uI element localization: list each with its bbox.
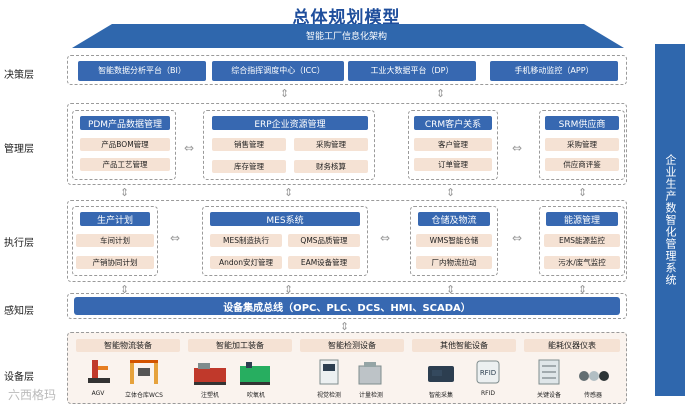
updown-arrow-icon: ⇕ bbox=[280, 87, 290, 100]
agv-image bbox=[88, 360, 110, 383]
side-system-label: 企业生产数智化管理系统 bbox=[655, 44, 685, 396]
crm-item[interactable]: 客户管理 bbox=[414, 138, 492, 151]
decision-icc-name: 综合指挥调度中心 bbox=[231, 66, 296, 75]
integration-bus[interactable]: 设备集成总线（OPC、PLC、DCS、HMI、SCADA） bbox=[74, 297, 620, 315]
decision-bi-code: （BI） bbox=[162, 66, 186, 75]
srm-item[interactable]: 采购管理 bbox=[545, 138, 619, 151]
updown-arrow-icon: ⇕ bbox=[436, 87, 446, 100]
updown-arrow-icon: ⇕ bbox=[446, 186, 456, 199]
pdm-item[interactable]: 产品工艺管理 bbox=[80, 158, 170, 171]
key-equipment-image bbox=[538, 359, 560, 385]
mes-item[interactable]: QMS品质管理 bbox=[288, 234, 360, 247]
wms-item[interactable]: 厂内物流拉动 bbox=[416, 256, 492, 269]
equipment-category[interactable]: 其他智能设备 bbox=[412, 339, 516, 352]
decision-bi-name: 智能数据分析平台 bbox=[98, 66, 163, 75]
device-label: 传感器 bbox=[583, 392, 602, 399]
pdm-title[interactable]: PDM产品数据管理 bbox=[80, 116, 170, 130]
device-label: AGV bbox=[91, 390, 105, 397]
rfid-image: RFID bbox=[476, 360, 500, 384]
device-label: 吹氧机 bbox=[246, 392, 265, 399]
mes-title[interactable]: MES系统 bbox=[210, 212, 360, 226]
equipment-category[interactable]: 智能检测设备 bbox=[300, 339, 404, 352]
mes-item[interactable]: Andon安灯管理 bbox=[210, 256, 282, 269]
crm-item[interactable]: 订单管理 bbox=[414, 158, 492, 171]
bidirectional-arrow-icon: ⇔ bbox=[512, 141, 523, 155]
decision-dp-name: 工业大数据平台 bbox=[370, 66, 427, 75]
layer-label-execution: 执行层 bbox=[4, 238, 34, 249]
wms-item[interactable]: WMS智能仓储 bbox=[416, 234, 492, 247]
bidirectional-arrow-icon: ⇔ bbox=[170, 231, 181, 245]
svg-text:RFID: RFID bbox=[480, 369, 496, 377]
device-label: 立体仓库WCS bbox=[125, 392, 163, 399]
decision-app-name: 手机移动监控 bbox=[514, 66, 563, 75]
bidirectional-arrow-icon: ⇔ bbox=[380, 231, 391, 245]
erp-item[interactable]: 库存管理 bbox=[212, 160, 286, 173]
device-label: RFID bbox=[480, 390, 495, 397]
layer-label-management: 管理层 bbox=[4, 144, 34, 155]
updown-arrow-icon: ⇕ bbox=[578, 283, 588, 296]
device-label: 智能采集 bbox=[428, 392, 453, 399]
wms-title[interactable]: 仓储及物流 bbox=[418, 212, 490, 226]
decision-icc-code: （ICC） bbox=[295, 66, 325, 75]
energy-item[interactable]: EMS能源监控 bbox=[544, 234, 620, 247]
bidirectional-arrow-icon: ⇔ bbox=[184, 141, 195, 155]
decision-bi[interactable]: 智能数据分析平台（BI） bbox=[78, 61, 206, 81]
energy-title[interactable]: 能源管理 bbox=[546, 212, 618, 226]
metering-image bbox=[358, 362, 382, 385]
bidirectional-arrow-icon: ⇔ bbox=[512, 231, 523, 245]
updown-arrow-icon: ⇕ bbox=[284, 186, 294, 199]
updown-arrow-icon: ⇕ bbox=[578, 186, 588, 199]
blowing-machine-image bbox=[240, 362, 270, 385]
sensor-image bbox=[579, 371, 609, 381]
plan-item[interactable]: 产销协同计划 bbox=[76, 256, 154, 269]
decision-dp[interactable]: 工业大数据平台（DP） bbox=[348, 61, 476, 81]
device-label: 视觉检测 bbox=[316, 392, 341, 399]
warehouse-image bbox=[130, 360, 158, 384]
device-label: 关键设备 bbox=[536, 392, 561, 399]
page-title: 总体规划模型 bbox=[292, 8, 401, 28]
watermark: 六西格玛 bbox=[8, 388, 57, 402]
erp-item[interactable]: 财务核算 bbox=[294, 160, 368, 173]
updown-arrow-icon: ⇕ bbox=[340, 320, 350, 333]
updown-arrow-icon: ⇕ bbox=[120, 283, 130, 296]
pdm-item[interactable]: 产品BOM管理 bbox=[80, 138, 170, 151]
equipment-category[interactable]: 智能物流装备 bbox=[76, 339, 180, 352]
equipment-category[interactable]: 智能加工装备 bbox=[188, 339, 292, 352]
mes-item[interactable]: MES制造执行 bbox=[210, 234, 282, 247]
decision-app[interactable]: 手机移动监控（APP） bbox=[490, 61, 618, 81]
updown-arrow-icon: ⇕ bbox=[284, 283, 294, 296]
data-collector-image bbox=[428, 366, 454, 382]
energy-item[interactable]: 污水/废气监控 bbox=[544, 256, 620, 269]
erp-item[interactable]: 销售管理 bbox=[212, 138, 286, 151]
vision-inspection-image bbox=[319, 359, 339, 385]
erp-title[interactable]: ERP企业资源管理 bbox=[212, 116, 368, 130]
layer-label-decision: 决策层 bbox=[4, 70, 34, 81]
srm-item[interactable]: 供应商评鉴 bbox=[545, 158, 619, 171]
device-label: 注塑机 bbox=[200, 392, 219, 399]
updown-arrow-icon: ⇕ bbox=[120, 186, 130, 199]
injection-machine-image bbox=[194, 363, 226, 385]
equipment-category[interactable]: 能耗仪器仪表 bbox=[524, 339, 620, 352]
decision-dp-code: （DP） bbox=[426, 66, 454, 75]
updown-arrow-icon: ⇕ bbox=[446, 283, 456, 296]
crm-title[interactable]: CRM客户关系 bbox=[414, 116, 492, 130]
plan-title[interactable]: 生产计划 bbox=[80, 212, 150, 226]
decision-app-code: （APP） bbox=[562, 66, 594, 75]
mes-item[interactable]: EAM设备管理 bbox=[288, 256, 360, 269]
device-label: 计量检测 bbox=[358, 392, 383, 399]
decision-icc[interactable]: 综合指挥调度中心（ICC） bbox=[212, 61, 344, 81]
layer-label-equipment: 设备层 bbox=[4, 372, 34, 383]
plan-item[interactable]: 车间计划 bbox=[76, 234, 154, 247]
subtitle: 智能工厂信息化架构 bbox=[305, 32, 387, 42]
srm-title[interactable]: SRM供应商 bbox=[545, 116, 619, 130]
erp-item[interactable]: 采购管理 bbox=[294, 138, 368, 151]
roof-shape bbox=[72, 24, 624, 48]
layer-label-perception: 感知层 bbox=[4, 306, 34, 317]
